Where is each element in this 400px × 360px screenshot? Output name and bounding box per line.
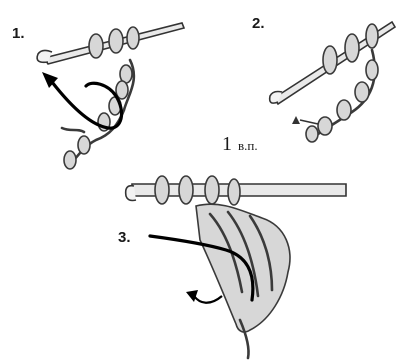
step-3-label: 3.	[118, 229, 131, 246]
step-3-panel: 3.	[118, 176, 346, 358]
pointer-arrow-2	[292, 116, 318, 124]
yarn-fabric-3	[196, 204, 290, 358]
yarn-chain-2	[306, 50, 378, 142]
step-2-panel: 2. 1 в.п.	[222, 15, 395, 155]
chain-stitch-count: 1	[222, 133, 232, 155]
chain-stitch-label: в.п.	[238, 138, 258, 153]
step-1-panel: 1.	[12, 23, 184, 169]
yarn-loops-1	[89, 27, 139, 58]
step-2-label: 2.	[252, 15, 265, 32]
step-1-label: 1.	[12, 25, 25, 42]
